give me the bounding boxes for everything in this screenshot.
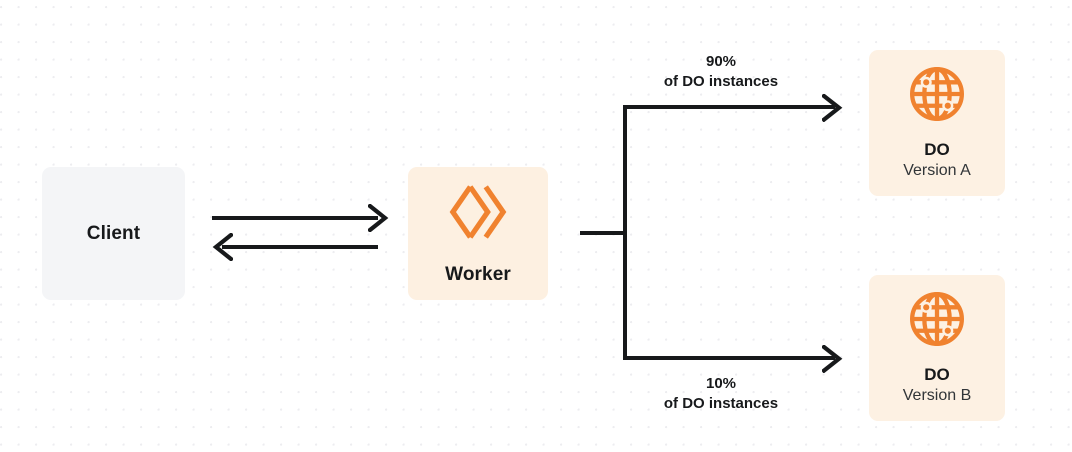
edge-label-do-b-percent: 10% xyxy=(705,375,737,392)
node-client-label: Client xyxy=(86,222,141,244)
edge-label-do-b: 10% of DO instances xyxy=(596,374,846,414)
node-do-b-label: DO xyxy=(924,365,950,385)
edge-label-do-a: 90% of DO instances xyxy=(596,52,846,92)
edge-worker-to-do-a-arrowhead xyxy=(821,93,846,127)
node-do-b-sublabel: Version B xyxy=(902,386,972,404)
edge-worker-to-client-arrowhead xyxy=(209,232,234,266)
edge-label-do-a-percent: 90% xyxy=(705,53,737,70)
node-client[interactable]: Client xyxy=(42,167,185,300)
node-do-a-label: DO xyxy=(924,140,950,160)
node-worker-label: Worker xyxy=(445,264,511,286)
edge-worker-to-do-a-line xyxy=(623,105,835,109)
node-do-version-b[interactable]: DO Version B xyxy=(869,275,1005,421)
edge-worker-to-do-b-line xyxy=(623,356,835,360)
edge-worker-to-do-b-arrowhead xyxy=(821,344,846,378)
edge-worker-to-client-line xyxy=(222,245,378,249)
edge-client-to-worker-arrowhead xyxy=(367,203,392,237)
edge-label-do-b-description: of DO instances xyxy=(663,395,779,413)
globe-icon xyxy=(907,289,967,354)
node-worker[interactable]: Worker xyxy=(408,167,548,300)
node-do-a-sublabel: Version A xyxy=(903,161,971,179)
branch-stub-line xyxy=(580,231,627,235)
cloudflare-workers-icon xyxy=(447,181,509,248)
node-do-version-a[interactable]: DO Version A xyxy=(869,50,1005,196)
branch-vertical-line xyxy=(623,105,627,360)
edge-client-to-worker-line xyxy=(212,216,378,220)
edge-label-do-a-description: of DO instances xyxy=(663,73,779,91)
globe-icon xyxy=(907,64,967,129)
